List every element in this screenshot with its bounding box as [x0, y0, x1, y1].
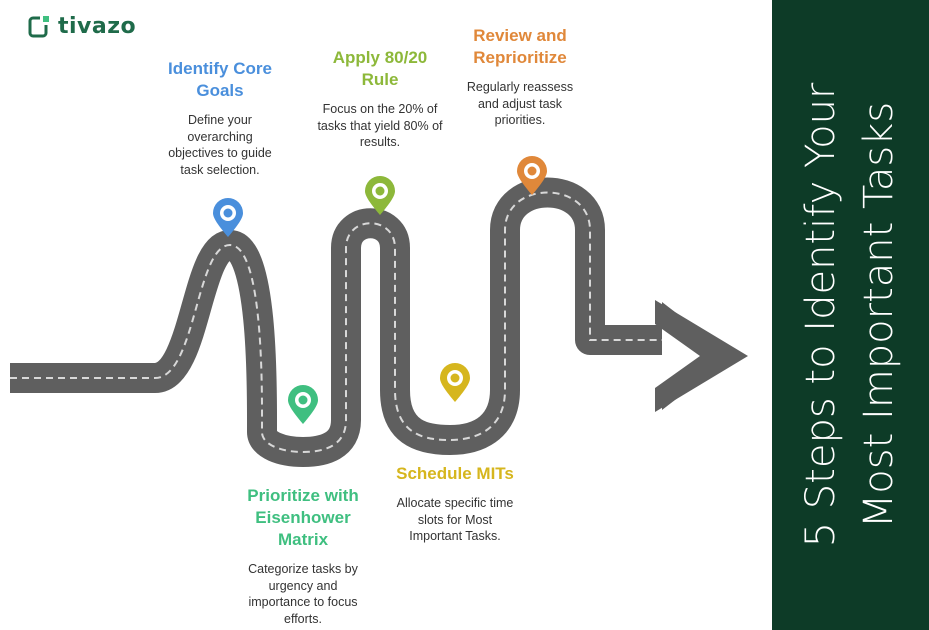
step-title: Apply 80/20 Rule	[332, 48, 428, 89]
road-lane-markings	[10, 191, 662, 454]
step-title: Prioritize with Eisenhower Matrix	[247, 486, 359, 549]
step-identify-core-goals: Identify Core Goals Define your overarch…	[152, 58, 288, 178]
map-pin-icon	[213, 198, 243, 237]
step-description: Regularly reassess and adjust task prior…	[466, 80, 574, 127]
step-description: Allocate specific time slots for Most Im…	[396, 496, 514, 543]
step-apply-80-20-rule: Apply 80/20 Rule Focus on the 20% of tas…	[305, 47, 455, 151]
step-title: Identify Core Goals	[168, 59, 272, 100]
page-title: 5 Steps to Identify Your Most Important …	[798, 82, 902, 548]
step-schedule-mits: Schedule MITs Allocate specific time slo…	[390, 463, 520, 545]
road-arrow-head-fill	[655, 300, 748, 412]
step-review-and-reprioritize: Review and Reprioritize Regularly reasse…	[455, 25, 585, 129]
brand-logo: tivazo	[28, 14, 136, 39]
logo-icon	[28, 14, 50, 37]
step-description: Categorize tasks by urgency and importan…	[248, 562, 358, 626]
step-description: Define your overarching objectives to gu…	[168, 113, 272, 177]
winding-road	[10, 177, 662, 467]
step-description: Focus on the 20% of tasks that yield 80%…	[317, 102, 443, 149]
map-pin-icon	[365, 176, 395, 215]
step-title: Review and Reprioritize	[473, 26, 567, 67]
brand-name: tivazo	[58, 14, 137, 39]
map-pin-icon	[440, 363, 470, 402]
map-pin-icon	[517, 156, 547, 195]
title-sidebar: 5 Steps to Identify Your Most Important …	[772, 0, 929, 630]
step-title: Schedule MITs	[396, 464, 514, 483]
step-prioritize-eisenhower: Prioritize with Eisenhower Matrix Catego…	[228, 485, 378, 627]
map-pin-icon	[288, 385, 318, 424]
